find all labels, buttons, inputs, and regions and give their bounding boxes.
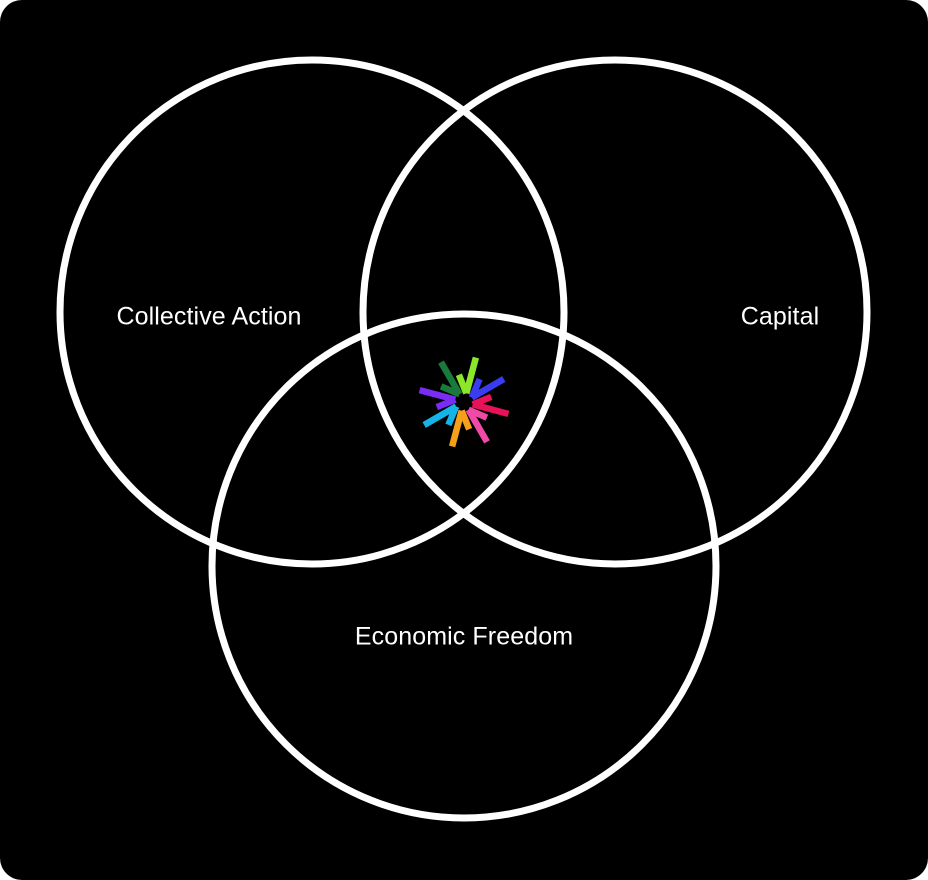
logo-arrow-orange — [448, 409, 473, 448]
logo-arrow-violet — [418, 386, 457, 411]
logo-arrow-red — [471, 393, 510, 418]
logo-arrow-pink — [465, 406, 490, 444]
logo-arrow-green — [438, 360, 463, 398]
label-capital: Capital — [740, 302, 820, 331]
label-economic-freedom: Economic Freedom — [354, 622, 574, 651]
circle-capital — [359, 56, 871, 568]
logo-arrow-lime — [455, 356, 480, 395]
circle-economic-freedom — [208, 310, 720, 822]
starburst-arrows-icon — [418, 356, 510, 448]
logo-arrow-cyan — [422, 403, 460, 428]
label-collective-action: Collective Action — [116, 302, 302, 331]
logo-arrow-blue — [468, 376, 506, 401]
circle-collective-action — [56, 56, 568, 568]
